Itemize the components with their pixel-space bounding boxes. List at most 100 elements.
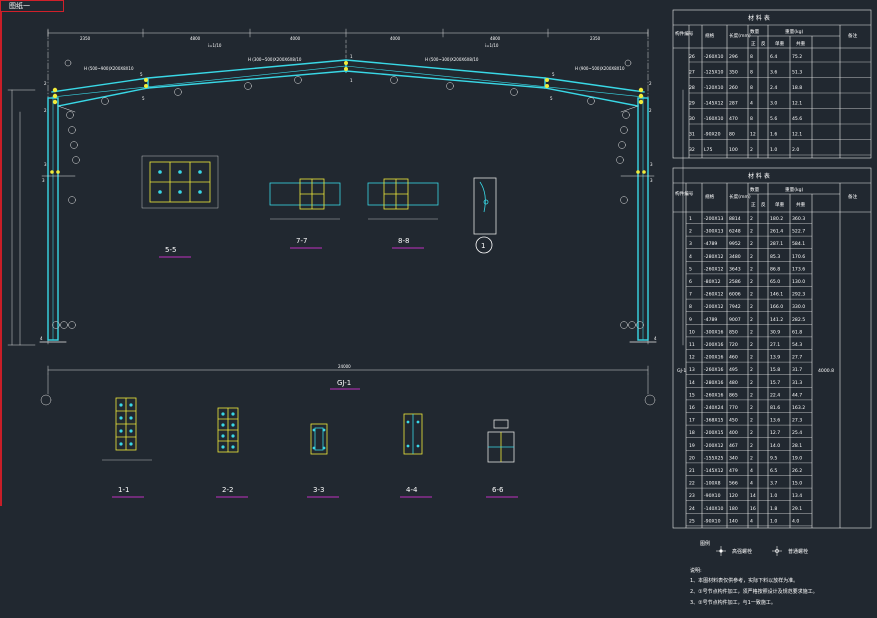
table-header: 数量 bbox=[750, 28, 760, 35]
table-header: 长度(mm) bbox=[729, 193, 751, 200]
table-cell: -260X16 bbox=[704, 392, 723, 398]
table-cell: 45.6 bbox=[792, 116, 802, 122]
svg-text:i=1/10: i=1/10 bbox=[485, 43, 499, 48]
table-cell: 2.4 bbox=[770, 85, 777, 91]
table-cell: 7942 bbox=[729, 304, 741, 310]
table-cell: -260X12 bbox=[704, 292, 723, 298]
table-cell: 2 bbox=[750, 392, 753, 398]
table-cell: 44.7 bbox=[792, 392, 802, 398]
table-cell: 3643 bbox=[729, 266, 741, 272]
table-cell: 6 bbox=[689, 279, 692, 285]
table-cell: 1.0 bbox=[770, 518, 777, 524]
svg-text:2: 2 bbox=[649, 81, 652, 86]
table-cell: 2 bbox=[750, 292, 753, 298]
table-cell: -368X15 bbox=[704, 418, 723, 424]
table-cell: -80X12 bbox=[704, 279, 721, 285]
table-cell: 360.3 bbox=[792, 216, 805, 222]
svg-text:2350: 2350 bbox=[590, 36, 601, 41]
table-cell: -260X12 bbox=[704, 266, 723, 272]
svg-text:3: 3 bbox=[44, 162, 47, 167]
table-cell: 54.3 bbox=[792, 342, 802, 348]
svg-text:H (900~500)X200X8X10: H (900~500)X200X8X10 bbox=[575, 66, 625, 71]
table-cell: 9952 bbox=[729, 241, 741, 247]
table-cell: 8 bbox=[750, 116, 753, 122]
table-cell: -240X24 bbox=[704, 405, 723, 411]
table-cell: 8 bbox=[750, 70, 753, 76]
table-cell: -145X12 bbox=[704, 101, 723, 107]
table-cell: 22 bbox=[689, 481, 695, 487]
table-cell: 2 bbox=[750, 329, 753, 335]
table-cell: 12 bbox=[689, 355, 695, 361]
table-cell: 25 bbox=[689, 518, 695, 524]
table-cell: -200X13 bbox=[704, 216, 723, 222]
material-table-top bbox=[672, 9, 872, 159]
table-cell: 1.8 bbox=[770, 506, 777, 512]
table-cell: 13.9 bbox=[770, 355, 780, 361]
table-cell: 2 bbox=[750, 241, 753, 247]
table-cell: 3480 bbox=[729, 254, 741, 260]
table-cell: 1 bbox=[689, 216, 692, 222]
table-cell: 2 bbox=[750, 367, 753, 373]
table-cell: 584.1 bbox=[792, 241, 805, 247]
legend: 图例 高强螺栓 普通螺栓 bbox=[700, 540, 808, 556]
table-cell: 18.8 bbox=[792, 85, 802, 91]
svg-text:24000: 24000 bbox=[338, 364, 351, 369]
table-cell: -260X16 bbox=[704, 367, 723, 373]
table-subheader: 正 bbox=[751, 202, 756, 208]
table-cell: 350 bbox=[729, 70, 738, 76]
table-cell: 19 bbox=[689, 443, 695, 449]
table-cell: 495 bbox=[729, 367, 738, 373]
table-cell: 12 bbox=[750, 132, 756, 138]
table-cell: 4 bbox=[750, 101, 753, 107]
svg-text:5: 5 bbox=[552, 72, 555, 77]
table-cell: 13 bbox=[689, 367, 695, 373]
table-cell: 6.5 bbox=[770, 468, 777, 474]
table-header: 重量(kg) bbox=[785, 28, 804, 35]
svg-text:3: 3 bbox=[42, 178, 45, 183]
table-subheader: 正 bbox=[751, 41, 756, 47]
table-cell: 31.7 bbox=[792, 367, 802, 373]
table-cell: 2 bbox=[689, 229, 692, 235]
table-cell: 3.7 bbox=[770, 481, 777, 487]
table-cell: 3 bbox=[689, 241, 692, 247]
table-header: 构件编号 bbox=[675, 190, 694, 197]
table-cell: 9 bbox=[689, 317, 692, 323]
svg-text:4000: 4000 bbox=[290, 36, 301, 41]
svg-text:4800: 4800 bbox=[190, 36, 201, 41]
table-cell: 9007 bbox=[729, 317, 741, 323]
table-cell: 1.6 bbox=[770, 132, 777, 138]
table-cell: 29 bbox=[689, 101, 695, 107]
table-subheader: 反 bbox=[761, 40, 766, 47]
table-cell: 6.4 bbox=[770, 54, 777, 60]
table-cell: 81.6 bbox=[770, 405, 780, 411]
table-cell: 2.0 bbox=[792, 147, 799, 153]
table-header: 数量 bbox=[750, 186, 760, 193]
table-cell: 26.2 bbox=[792, 468, 802, 474]
svg-text:5: 5 bbox=[550, 96, 553, 101]
layout-tab[interactable]: 图纸一 bbox=[0, 0, 64, 12]
table-cell: 173.6 bbox=[792, 266, 805, 272]
table-cell: 26 bbox=[689, 54, 695, 60]
table-cell: 180 bbox=[729, 506, 738, 512]
table-cell: 460 bbox=[729, 355, 738, 361]
table-cell: 170.6 bbox=[792, 254, 805, 260]
table-cell: 10 bbox=[689, 329, 695, 335]
table-cell: 850 bbox=[729, 329, 738, 335]
table-cell: 566 bbox=[729, 481, 738, 487]
table-cell: 85.3 bbox=[770, 254, 780, 260]
table-cell: 16 bbox=[689, 405, 695, 411]
table-cell: -200X16 bbox=[704, 355, 723, 361]
table-cell: 287.1 bbox=[770, 241, 783, 247]
table-cell: 18 bbox=[689, 430, 695, 436]
table-cell: 13.6 bbox=[770, 418, 780, 424]
table-cell: -90X10 bbox=[704, 493, 721, 499]
table-cell: 27.3 bbox=[792, 418, 802, 424]
table-cell: -280X12 bbox=[704, 254, 723, 260]
table-cell: -140X10 bbox=[704, 506, 723, 512]
table-cell: 1.0 bbox=[770, 493, 777, 499]
svg-text:图例: 图例 bbox=[700, 540, 710, 547]
table-cell: 14 bbox=[750, 493, 756, 499]
section-label: 6-6 bbox=[492, 486, 504, 494]
